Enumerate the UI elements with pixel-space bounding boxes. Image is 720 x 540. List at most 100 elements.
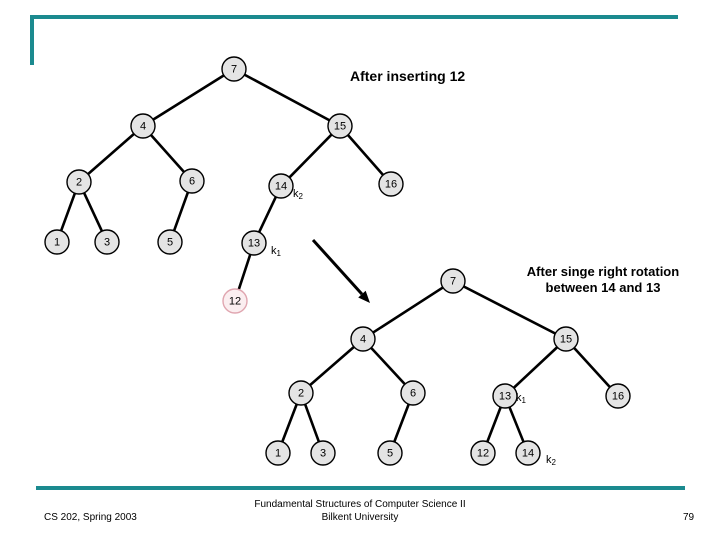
node-label: 1 <box>54 237 60 249</box>
tree-edge <box>82 190 104 234</box>
tree-node-15: 15 <box>553 326 579 352</box>
tree-node-14: 14 <box>515 440 541 466</box>
tree-node-3: 3 <box>310 440 336 466</box>
tree-node-3: 3 <box>94 229 120 255</box>
tree-node-12: 12 <box>222 288 248 314</box>
tree-edge <box>345 132 386 178</box>
node-label: 2 <box>298 388 304 400</box>
node-circle <box>179 168 205 194</box>
tree-node-7: 7 <box>221 56 247 82</box>
tree-edge <box>237 252 252 292</box>
node-circle <box>310 440 336 466</box>
tree-edge <box>172 190 190 233</box>
tree-edge <box>392 401 411 445</box>
node-circle <box>157 229 183 255</box>
node-circle <box>265 440 291 466</box>
node-circle <box>377 440 403 466</box>
tree-node-13: 13 <box>492 383 518 409</box>
node-label: 7 <box>231 64 237 76</box>
tree-node-5: 5 <box>377 440 403 466</box>
tree-node-16: 16 <box>378 171 404 197</box>
node-circle <box>553 326 579 352</box>
footer-institution-line2: Bilkent University <box>321 511 399 523</box>
tree-edge <box>507 404 526 445</box>
marker-k2-top: k2 <box>293 188 303 201</box>
node-label: 15 <box>334 121 346 133</box>
node-circle <box>66 169 92 195</box>
node-label: 6 <box>189 176 195 188</box>
marker-k2-bottom: k2 <box>546 454 556 467</box>
caption-after-rotation-line1: After singe right rotation <box>526 264 680 279</box>
caption-after-rotation-line2: between 14 and 13 <box>545 280 661 296</box>
marker-k1-top: k1 <box>271 245 281 258</box>
node-label: 5 <box>167 237 173 249</box>
tree-edge <box>242 72 332 123</box>
node-label: 13 <box>248 238 260 250</box>
tree-node-4: 4 <box>350 326 376 352</box>
tree-node-15: 15 <box>327 113 353 139</box>
node-label: 14 <box>275 181 287 193</box>
node-label: 12 <box>477 448 489 460</box>
node-circle <box>440 268 466 294</box>
bottom-horizontal-rule <box>36 486 685 490</box>
node-label: 2 <box>76 177 82 189</box>
tree-node-16: 16 <box>605 383 631 409</box>
footer-page-number: 79 <box>683 512 695 523</box>
top-horizontal-rule <box>30 15 678 19</box>
node-circle <box>350 326 376 352</box>
tree-edge <box>151 73 226 122</box>
node-circle <box>470 440 496 466</box>
node-circle <box>241 230 267 256</box>
footer-institution: Fundamental Structures of Computer Scien… <box>180 499 540 524</box>
node-label: 12 <box>229 296 241 308</box>
node-label: 16 <box>612 391 624 403</box>
node-label: 16 <box>385 179 397 191</box>
node-label: 3 <box>104 237 110 249</box>
tree-edge <box>511 345 560 390</box>
tree-edge <box>287 132 334 180</box>
node-circle <box>268 173 294 199</box>
tree-node-4: 4 <box>130 113 156 139</box>
node-label: 3 <box>320 448 326 460</box>
node-label: 5 <box>387 448 393 460</box>
tree-node-2: 2 <box>288 380 314 406</box>
node-circle <box>378 171 404 197</box>
caption-after-rotation: After singe right rotation between 14 an… <box>498 264 708 297</box>
tree-edge <box>461 284 558 336</box>
transition-arrow <box>311 238 370 303</box>
avl-tree-after-inserting-12-edges <box>59 72 386 292</box>
arrow-head <box>358 290 370 303</box>
footer-institution-line1: Fundamental Structures of Computer Scien… <box>254 499 466 510</box>
node-circle <box>222 288 248 314</box>
node-circle <box>327 113 353 139</box>
tree-node-2: 2 <box>66 169 92 195</box>
tree-edge <box>485 404 503 445</box>
node-label: 7 <box>450 276 456 288</box>
node-label: 13 <box>499 391 511 403</box>
node-circle <box>515 440 541 466</box>
tree-node-6: 6 <box>179 168 205 194</box>
arrow-shaft <box>311 238 364 296</box>
marker-k1-bottom: k1 <box>516 392 526 405</box>
tree-node-14: 14 <box>268 173 294 199</box>
tree-edge <box>307 344 357 388</box>
tree-edge <box>303 402 321 444</box>
tree-edges-layer <box>59 72 612 445</box>
node-circle <box>130 113 156 139</box>
node-label: 15 <box>560 334 572 346</box>
tree-edge <box>370 285 446 335</box>
caption-after-inserting: After inserting 12 <box>350 68 466 84</box>
tree-edge <box>572 345 612 390</box>
avl-tree-after-single-right-rotation-edges <box>280 284 612 445</box>
tree-edge <box>280 401 299 445</box>
tree-node-6: 6 <box>400 380 426 406</box>
node-label: 1 <box>275 448 281 460</box>
node-label: 4 <box>360 334 366 346</box>
tree-node-5: 5 <box>157 229 183 255</box>
tree-node-1: 1 <box>44 229 70 255</box>
node-circle <box>492 383 518 409</box>
tree-node-1: 1 <box>265 440 291 466</box>
